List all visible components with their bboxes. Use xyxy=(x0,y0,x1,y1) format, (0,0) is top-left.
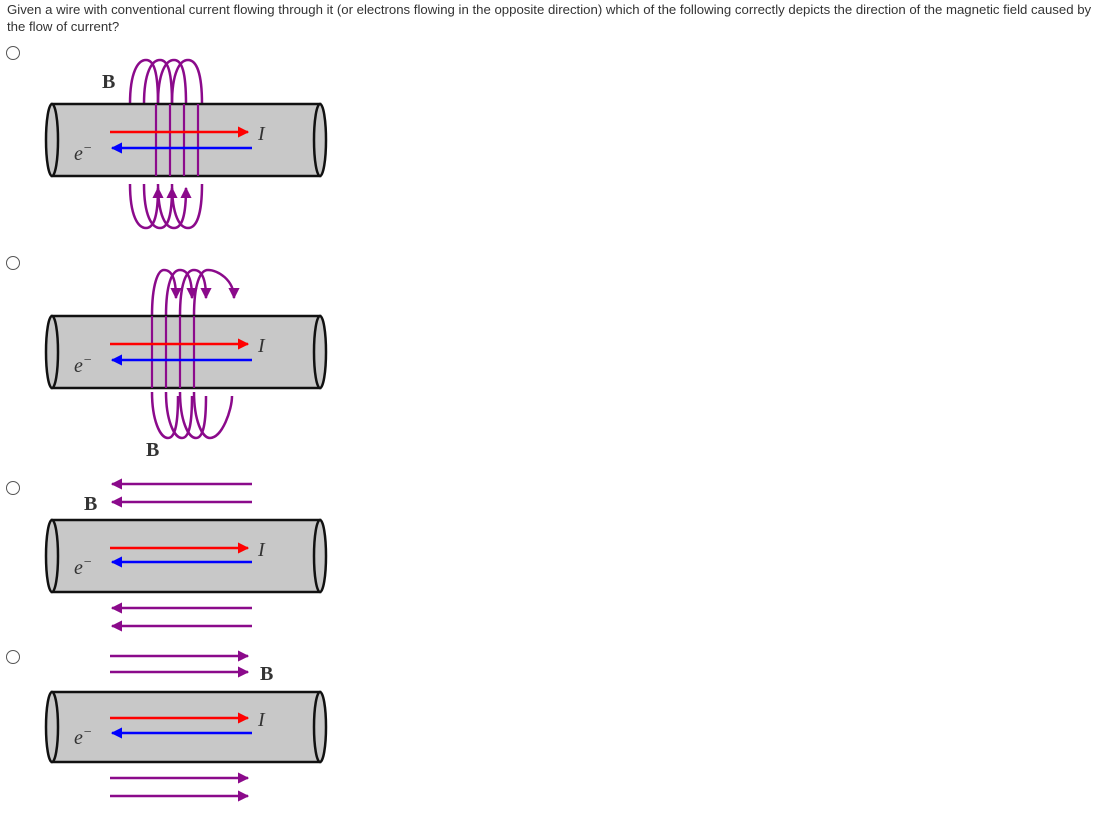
question-text: Given a wire with conventional current f… xyxy=(7,2,1092,34)
option-b-figure: B I e− xyxy=(30,260,350,461)
option-a-figure: B I e− xyxy=(30,52,350,234)
electron-label: e− xyxy=(74,141,92,165)
option-a-radio[interactable] xyxy=(6,46,20,60)
field-label: B xyxy=(84,493,97,515)
wire-icon xyxy=(44,690,328,764)
field-loop-front xyxy=(150,391,234,440)
field-lines-below xyxy=(110,772,250,802)
wire-icon xyxy=(44,102,328,178)
field-loop-front xyxy=(128,183,204,230)
field-loop-back xyxy=(150,268,240,317)
field-label: B xyxy=(146,439,159,461)
option-d-figure: B I e− xyxy=(30,640,350,810)
current-label: I xyxy=(257,123,266,145)
field-lines-below xyxy=(110,602,252,632)
field-lines-above xyxy=(110,478,252,508)
field-lines-above xyxy=(110,650,250,678)
field-label: B xyxy=(102,71,115,93)
option-c-radio[interactable] xyxy=(6,481,20,495)
current-label: I xyxy=(257,335,266,357)
option-d-radio[interactable] xyxy=(6,650,20,664)
option-b-radio[interactable] xyxy=(6,256,20,270)
field-loop-back xyxy=(128,58,204,105)
field-label: B xyxy=(260,663,273,685)
current-label: I xyxy=(257,539,266,561)
electron-label: e− xyxy=(74,353,92,377)
wire-icon xyxy=(44,518,328,594)
option-c-figure: B I e− xyxy=(30,470,350,640)
current-label: I xyxy=(257,709,266,731)
field-loop-through xyxy=(154,104,200,176)
wire-icon xyxy=(44,314,328,390)
electron-label: e− xyxy=(74,555,92,579)
field-loop-through xyxy=(150,316,196,388)
electron-label: e− xyxy=(74,725,92,749)
